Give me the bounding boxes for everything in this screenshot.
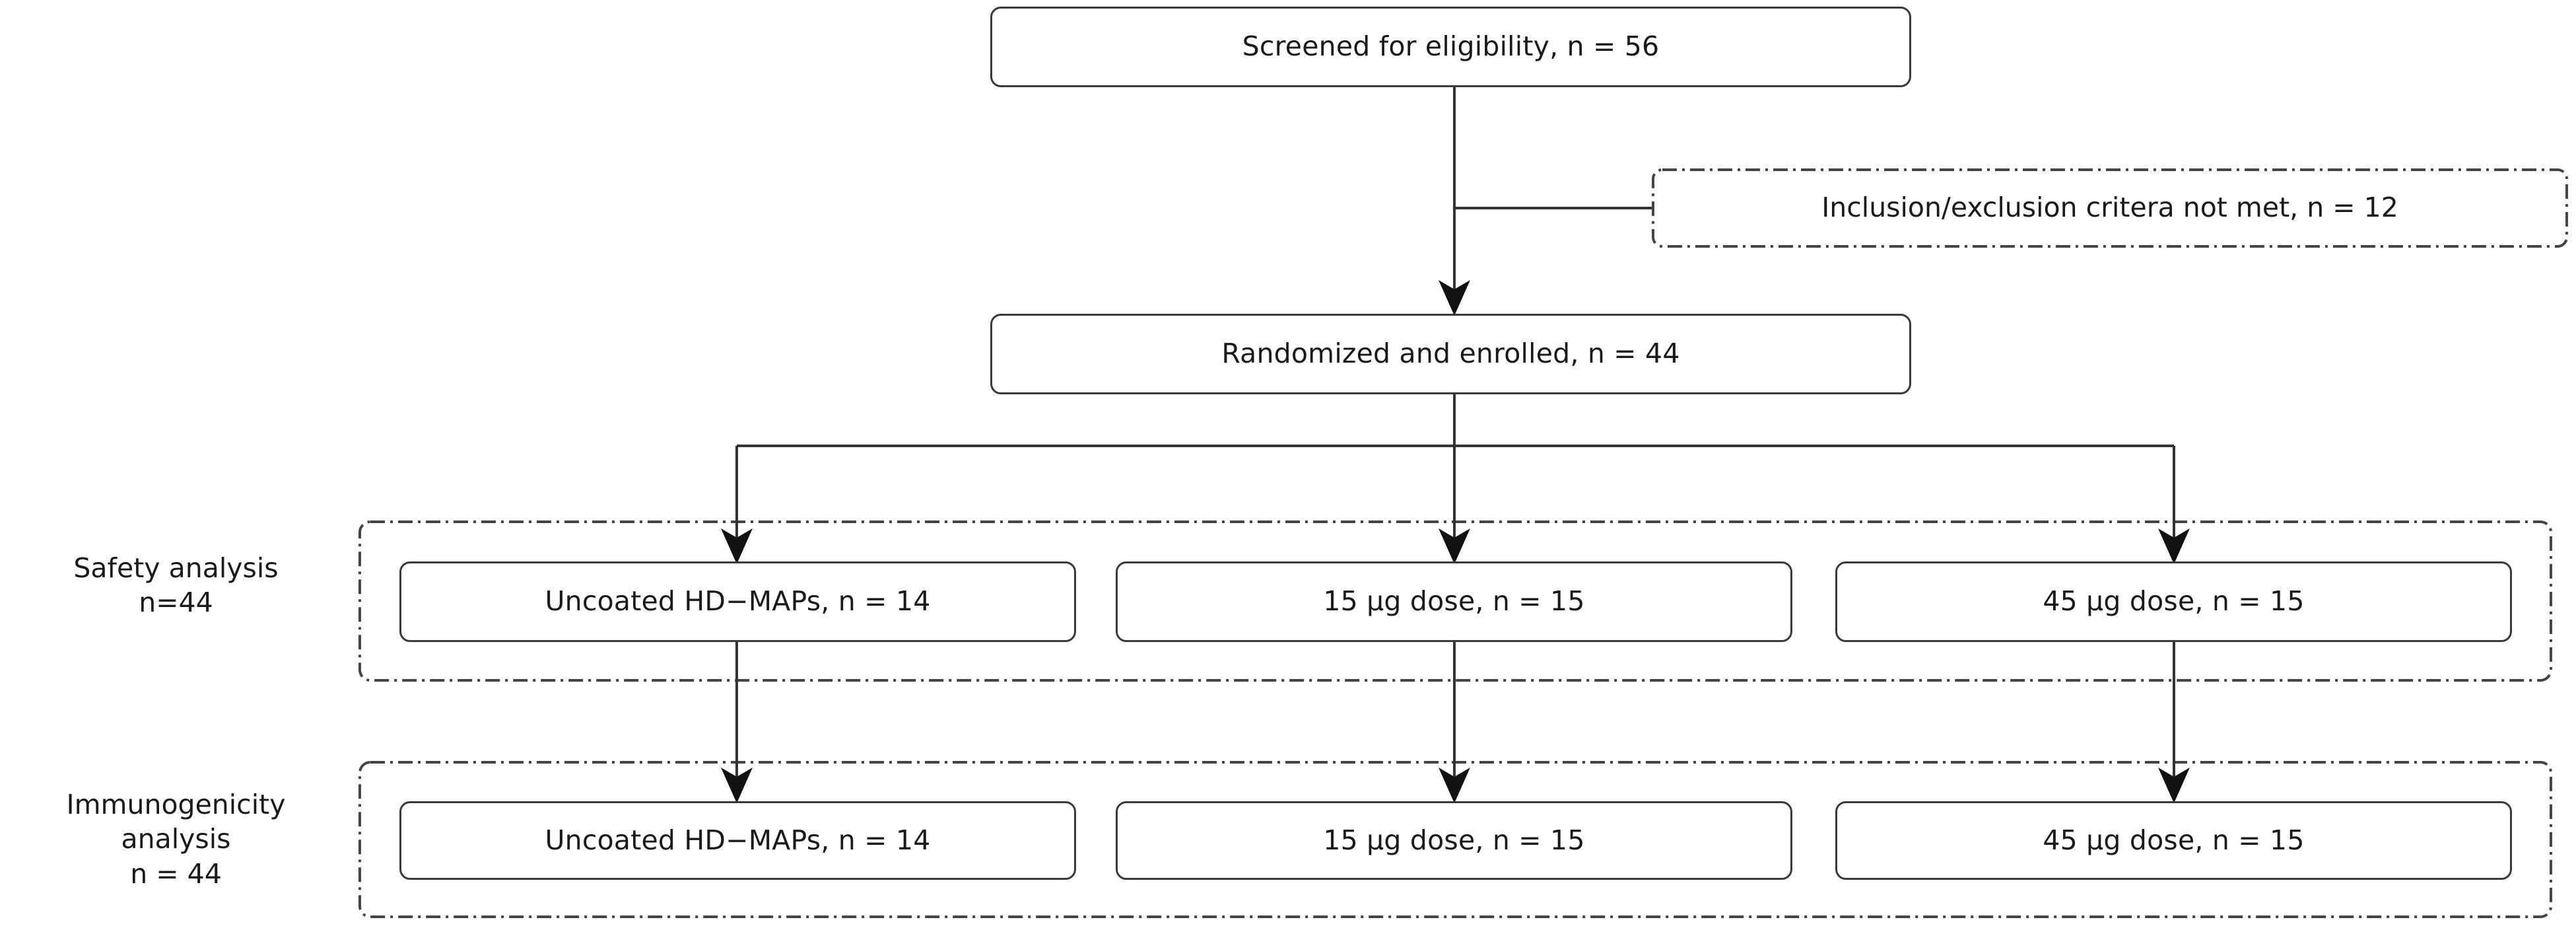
arm-immuno-dose45: 45 μg dose, n = 15 [1835,801,2512,880]
arm-safety-dose45-label: 45 μg dose, n = 15 [2043,585,2305,618]
node-randomized-label: Randomized and enrolled, n = 44 [1221,338,1680,370]
arm-immuno-uncoated: Uncoated HD−MAPs, n = 14 [399,801,1076,880]
arm-immuno-dose45-label: 45 μg dose, n = 15 [2043,824,2305,856]
node-screened-label: Screened for eligibility, n = 56 [1242,30,1660,63]
arm-safety-dose15-label: 15 μg dose, n = 15 [1323,585,1585,618]
stage-label-safety: Safety analysis n=44 [73,552,279,619]
node-randomized-and-enrolled: Randomized and enrolled, n = 44 [990,314,1911,394]
arrowhead-randomized [1439,280,1470,316]
arm-safety-dose45: 45 μg dose, n = 15 [1835,561,2512,642]
node-excluded-criteria: Inclusion/exclusion critera not met, n =… [1652,168,2568,248]
node-excluded-label: Inclusion/exclusion critera not met, n =… [1821,192,2398,224]
arm-safety-dose15: 15 μg dose, n = 15 [1116,561,1792,642]
arm-immuno-dose15-label: 15 μg dose, n = 15 [1323,824,1585,856]
arm-safety-uncoated-label: Uncoated HD−MAPs, n = 14 [545,585,931,618]
excluded-border [1652,168,2568,248]
stage-label-immunogenicity: Immunogenicity analysis n = 44 [66,789,286,890]
node-screened-for-eligibility: Screened for eligibility, n = 56 [990,7,1911,87]
arm-immuno-dose15: 15 μg dose, n = 15 [1116,801,1792,880]
arm-safety-uncoated: Uncoated HD−MAPs, n = 14 [399,561,1076,642]
arm-immuno-uncoated-label: Uncoated HD−MAPs, n = 14 [545,824,931,856]
